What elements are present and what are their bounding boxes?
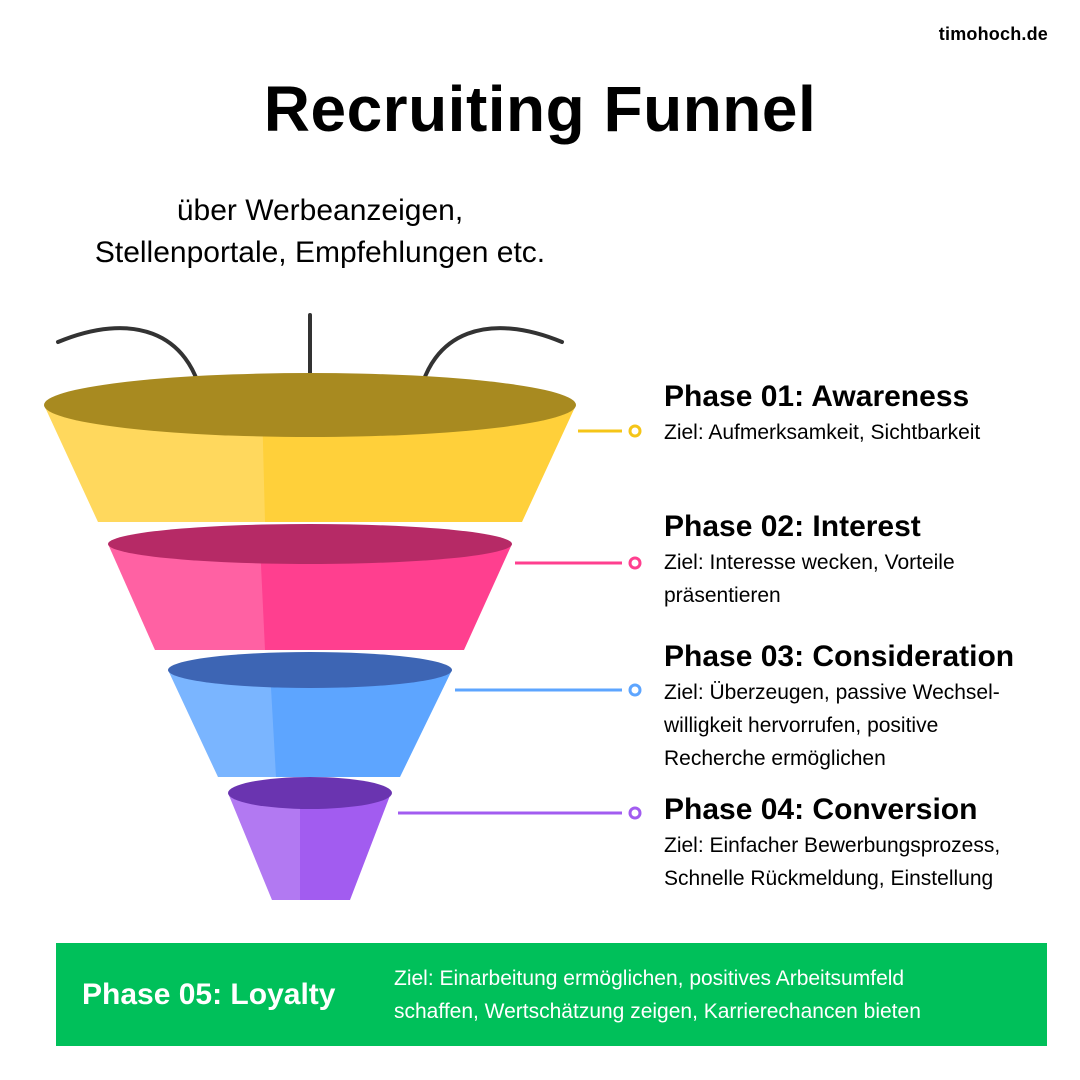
loyalty-title: Phase 05: Loyalty	[82, 977, 336, 1011]
phase-2-title: Phase 02: Interest	[664, 510, 921, 543]
phase-3: Phase 03: Consideration Ziel: Überzeugen…	[664, 640, 1074, 775]
phase-1-title: Phase 01: Awareness	[664, 380, 970, 413]
connector-3	[455, 683, 642, 697]
connector-4	[398, 806, 642, 820]
loyalty-banner: Phase 05: Loyalty Ziel: Einarbeitung erm…	[56, 943, 1047, 1046]
connector-2	[515, 556, 642, 570]
phase-1-goal: Ziel: Aufmerksamkeit, Sichtbarkeit	[664, 421, 981, 444]
brand-label: timohoch.de	[938, 24, 1048, 44]
funnel-diagram	[44, 313, 642, 900]
intro-text: über Werbeanzeigen, Stellenportale, Empf…	[94, 194, 546, 269]
phase-1: Phase 01: Awareness Ziel: Aufmerksamkeit…	[664, 380, 1074, 449]
funnel-segment-3	[168, 652, 452, 777]
phase-4-goal: Ziel: Einfacher Bewerbungsprozess, Schne…	[664, 834, 1001, 890]
phase-4-title: Phase 04: Conversion	[664, 793, 978, 826]
phase-3-title: Phase 03: Consideration	[664, 640, 1015, 673]
phase-2: Phase 02: Interest Ziel: Interesse wecke…	[664, 510, 1074, 612]
funnel-segment-1	[44, 373, 576, 522]
funnel-segment-4	[228, 777, 392, 900]
funnel-segment-2	[108, 524, 512, 650]
page-title: Recruiting Funnel	[263, 73, 817, 145]
loyalty-goal: Ziel: Einarbeitung ermöglichen, positive…	[394, 966, 921, 1023]
phase-3-goal: Ziel: Überzeugen, passive Wechsel- willi…	[664, 681, 1000, 770]
phase-4: Phase 04: Conversion Ziel: Einfacher Bew…	[664, 793, 1074, 895]
connector-1	[578, 424, 642, 438]
phase-2-goal: Ziel: Interesse wecken, Vorteile präsent…	[664, 551, 955, 607]
